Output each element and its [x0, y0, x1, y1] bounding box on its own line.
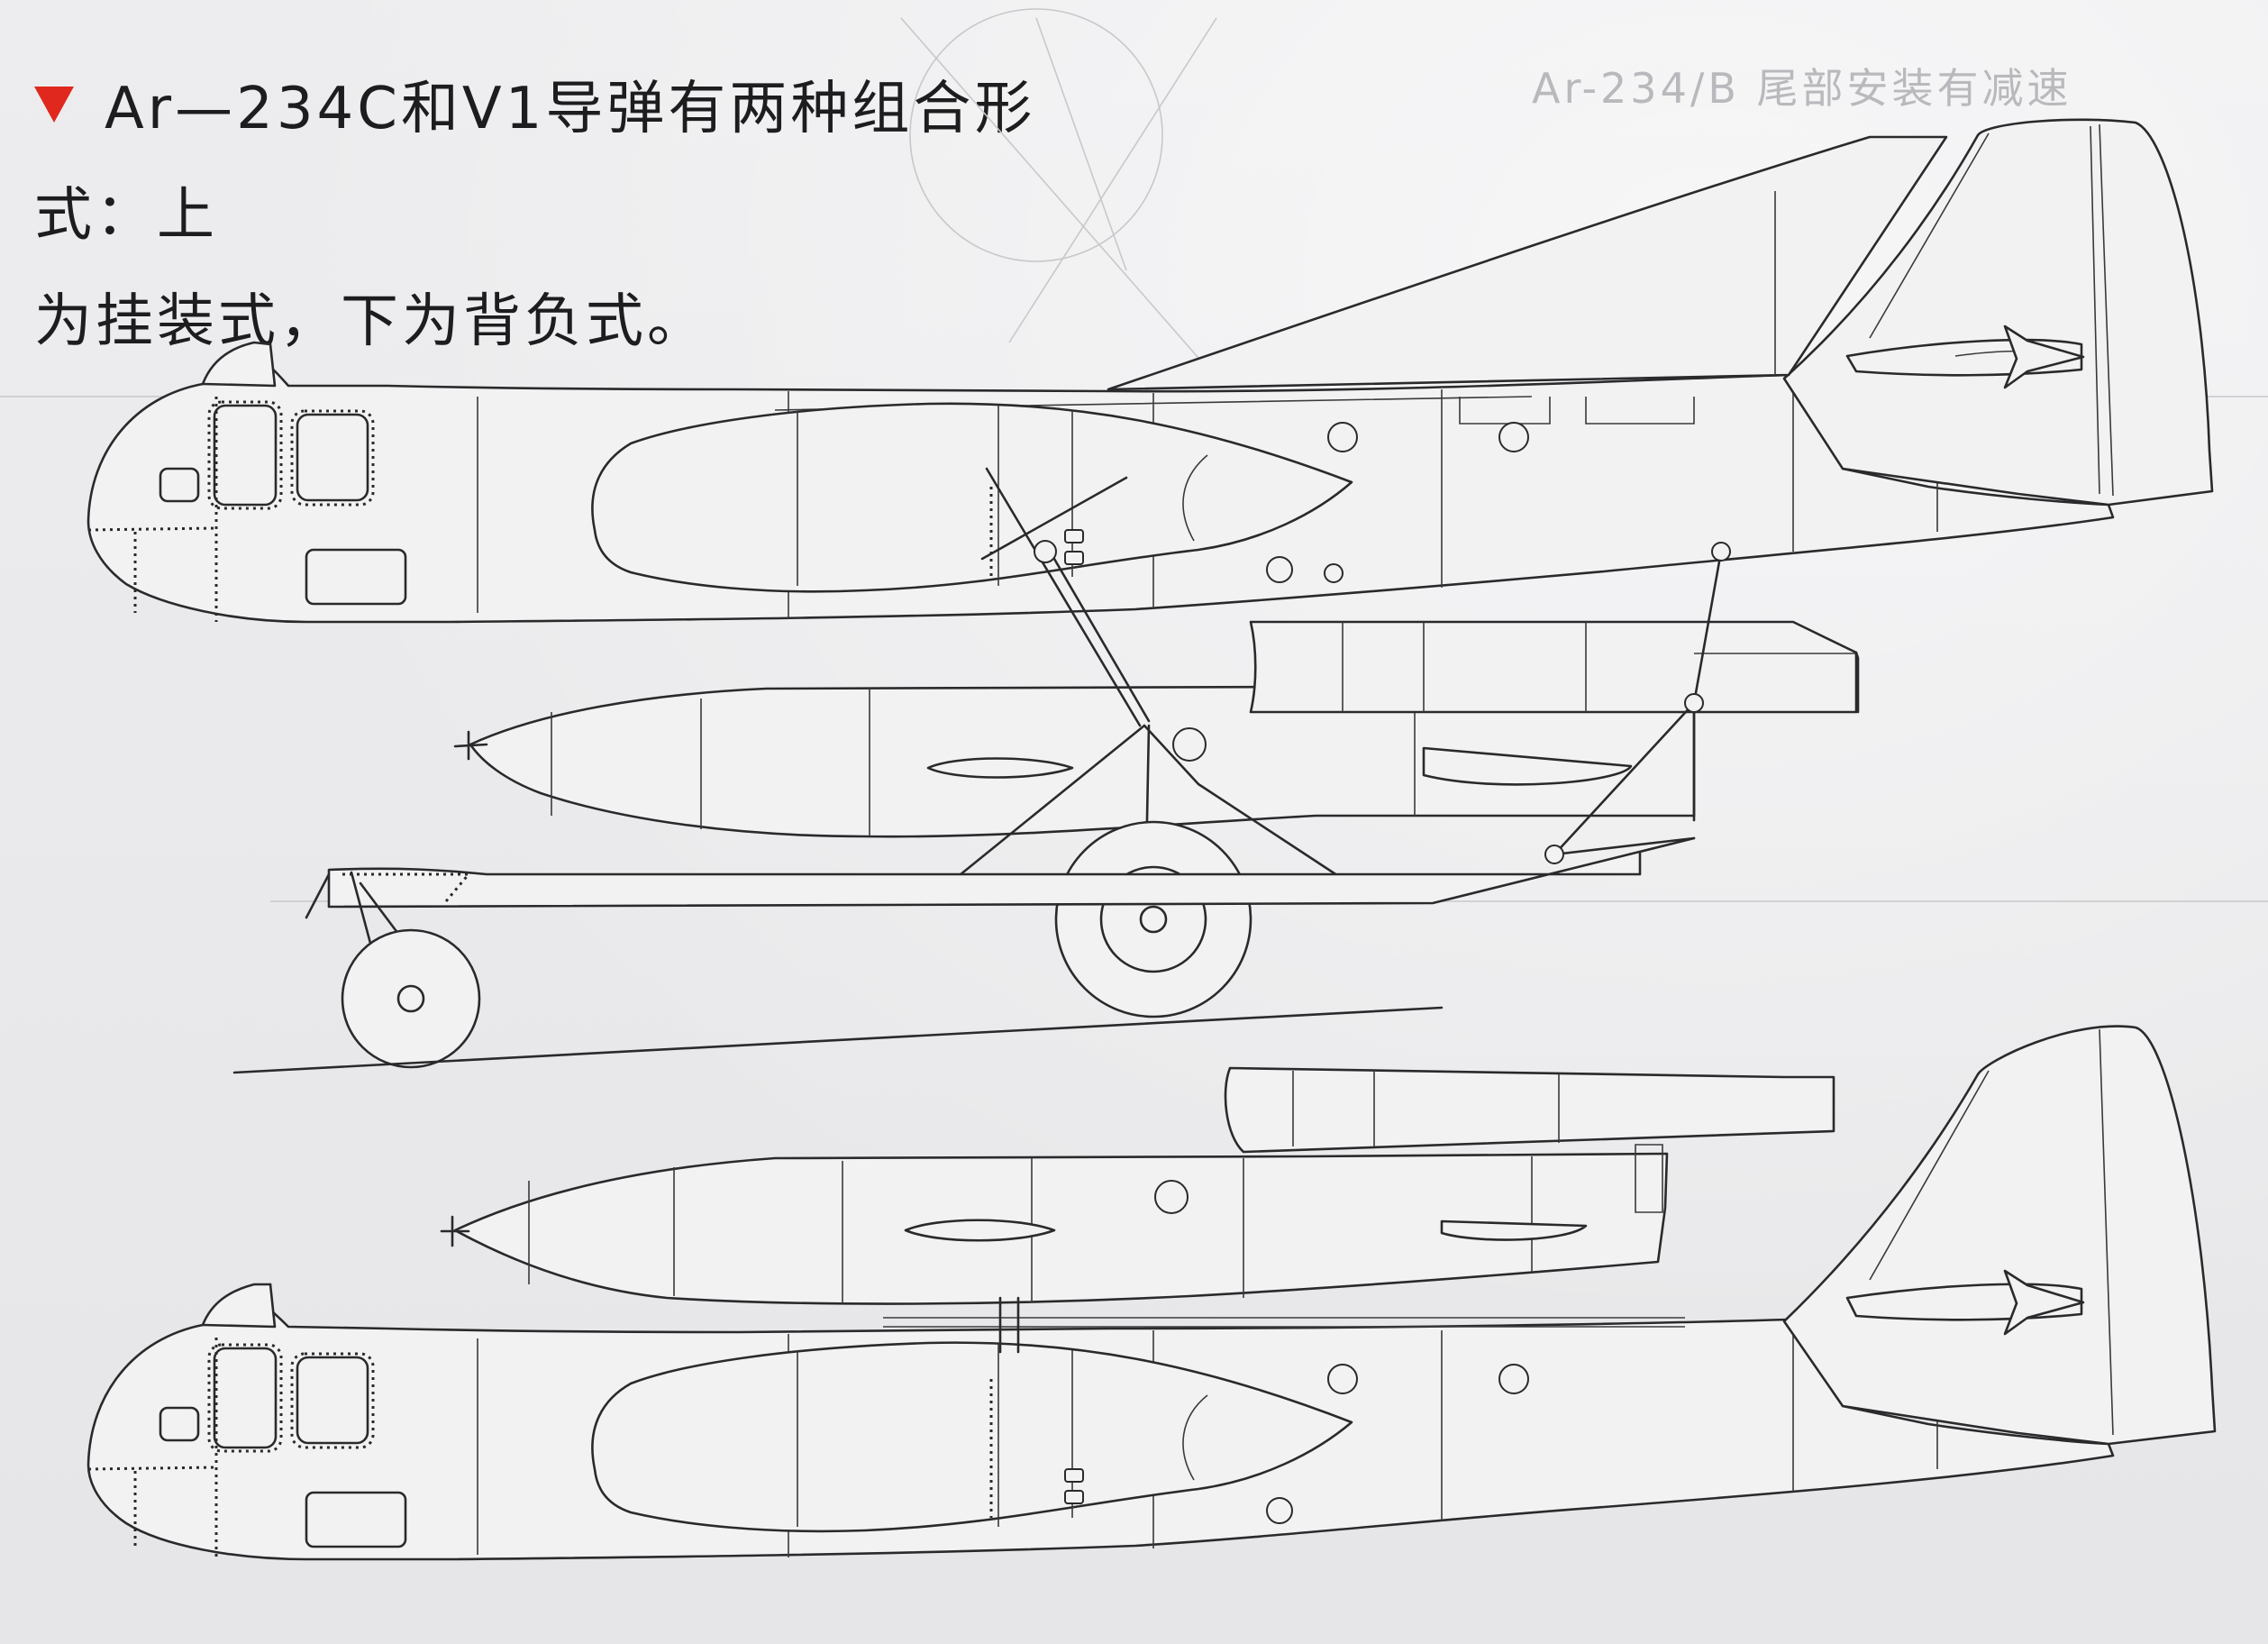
ghost-text: Ar-234/B 尾部安装有减速 [1532, 64, 2072, 113]
bottom-configuration-piggyback [87, 1025, 2217, 1561]
caption-line-1: Ar—234C和V1导弹有两种组合形式：上 [34, 76, 1036, 249]
background-construction-lines [0, 8, 2268, 902]
caption-line-2: 为挂装式，下为背负式。 [34, 288, 708, 355]
red-triangle-marker-icon [34, 87, 74, 123]
bottom-engine-nacelle [591, 1341, 1353, 1533]
top-v1-pulsejet [1249, 620, 1858, 714]
bottom-v1-fuselage [453, 1152, 1669, 1305]
bottom-v1-pulsejet [1224, 1066, 1835, 1154]
bottom-vertical-tail [1782, 1025, 2217, 1446]
ground-line [232, 1006, 1444, 1074]
top-v1-fuselage [469, 685, 1696, 838]
top-main-gear-strut [953, 467, 1344, 881]
top-wing [1107, 135, 1948, 391]
top-engine-nacelle [591, 402, 1353, 593]
top-cockpit-window-2 [296, 413, 369, 502]
top-vertical-tail [1782, 118, 2214, 507]
top-nose-window [159, 467, 200, 503]
top-configuration-suspended [87, 118, 2214, 1069]
top-canopy [201, 341, 277, 388]
caption: Ar—234C和V1导弹有两种组合形式：上 为挂装式，下为背负式。 [34, 56, 1152, 375]
top-nose-gear-frame [327, 836, 1696, 909]
top-panel-1 [305, 548, 407, 606]
top-cockpit-window-1 [213, 404, 278, 507]
